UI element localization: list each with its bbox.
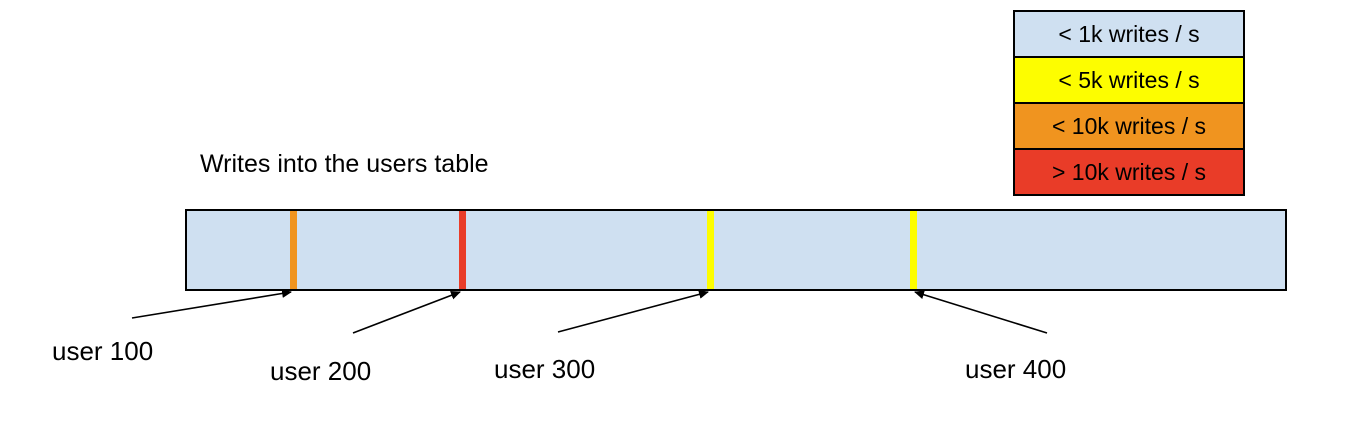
legend-item-3: > 10k writes / s [1013, 148, 1245, 196]
legend-item-0: < 1k writes / s [1013, 10, 1245, 58]
user-label-0: user 100 [52, 336, 154, 366]
user-label-1: user 200 [270, 356, 372, 386]
user-label-3: user 400 [965, 354, 1067, 384]
legend: < 1k writes / s< 5k writes / s< 10k writ… [1013, 10, 1245, 196]
user-label-2: user 300 [494, 354, 596, 384]
write-hotspot-stripe-1 [458, 211, 466, 289]
users-table-bar [185, 209, 1287, 291]
legend-item-1: < 5k writes / s [1013, 56, 1245, 104]
annotation-arrow-3 [914, 290, 1048, 334]
legend-item-2: < 10k writes / s [1013, 102, 1245, 150]
write-hotspot-stripe-0 [289, 211, 297, 289]
annotation-arrow-1 [352, 291, 461, 334]
diagram-title: Writes into the users table [200, 150, 489, 178]
annotation-arrow-0 [131, 289, 292, 319]
annotation-arrow-2 [557, 289, 709, 333]
write-hotspot-stripe-2 [706, 211, 714, 289]
write-hotspot-stripe-3 [909, 211, 917, 289]
